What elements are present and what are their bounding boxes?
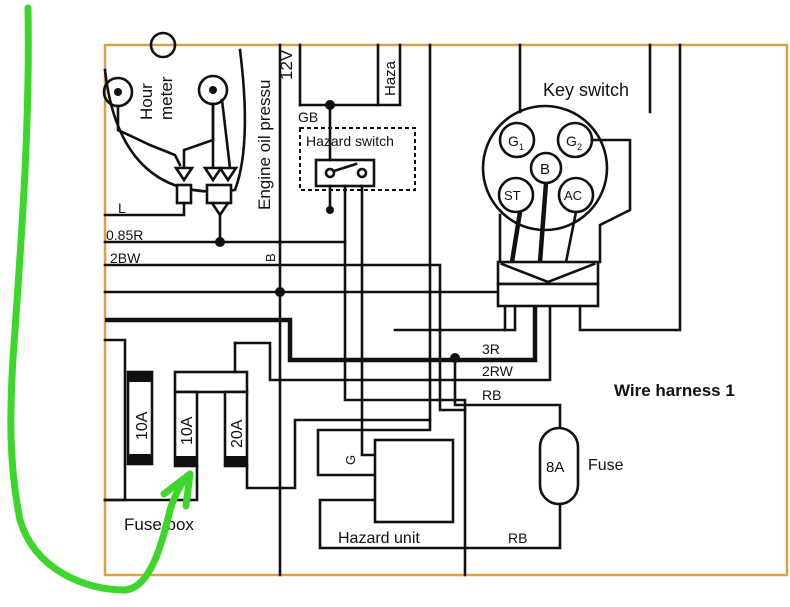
wire-3r-label: 3R — [482, 341, 500, 357]
key-connector-mark — [500, 262, 596, 284]
junction-dot — [326, 206, 334, 214]
wire-l-label: L — [118, 200, 126, 216]
terminal-ac-label: AC — [564, 188, 582, 203]
key-connector-bottom — [496, 282, 600, 308]
wire-harness-label: Wire harness 1 — [614, 381, 735, 400]
connector-tail — [210, 201, 230, 218]
hazard-unit-label: Hazard unit — [338, 530, 420, 547]
fuse-cap — [175, 456, 197, 466]
fuse-20a-label: 20A — [229, 419, 246, 448]
terminal-b-label: B — [540, 161, 550, 178]
wire-2rw — [233, 298, 552, 382]
switch-lever — [332, 162, 358, 173]
wire-2bw-label: 2BW — [110, 250, 141, 266]
terminal-g2-label: G — [566, 133, 577, 149]
connector-arrow — [202, 166, 224, 183]
fuse-8a-label: 8A — [546, 459, 564, 476]
wire-g2-out — [590, 138, 632, 264]
hazard-label: Haza — [382, 60, 399, 96]
gauge-top-terminal — [149, 31, 177, 59]
wire-gb-label: GB — [298, 109, 318, 125]
fuse-cap — [225, 456, 247, 466]
key-switch-body — [481, 104, 609, 232]
wire-l — [103, 201, 186, 217]
wire-085r-label: 0.85R — [106, 227, 143, 243]
hour-meter-lead-left — [116, 104, 182, 167]
wire-key-return — [578, 43, 682, 332]
terminal-dot — [114, 88, 122, 96]
wire-2bw — [103, 263, 467, 412]
junction-dot — [215, 237, 225, 247]
wire-b-out — [537, 182, 549, 263]
hour-meter-label-2: meter — [157, 76, 176, 120]
wire-st-out — [509, 211, 523, 263]
wire-hazard-return — [316, 43, 432, 477]
fuse-10a-left — [126, 370, 154, 466]
wire-rb-bottom — [318, 498, 562, 550]
diagram-frame — [103, 43, 789, 577]
connector-out-1 — [503, 304, 517, 332]
connector-arrow — [173, 166, 195, 183]
hazard-unit-box — [373, 438, 455, 524]
hour-meter-label-1: Hour — [137, 83, 156, 120]
fuse-label: Fuse — [588, 457, 624, 474]
wire-ac-out — [564, 210, 578, 264]
wire-bus-1 — [103, 290, 507, 332]
annotation-arrow-head — [160, 470, 194, 510]
engine-oil-label: Engine oil pressu — [255, 80, 274, 210]
fuse-10a-mid-label: 10A — [179, 416, 196, 445]
fuse-out-wire — [245, 418, 432, 490]
hazard-switch-label: Hazard switch — [306, 133, 394, 149]
fuse-cap — [128, 454, 152, 464]
hazard-switch-box — [299, 127, 416, 191]
wire-bus-3r — [105, 300, 538, 363]
wire-rb-top-label: RB — [482, 387, 501, 403]
wire-rb-top — [453, 356, 562, 432]
oil-lead — [220, 98, 232, 170]
wire-b-label: B — [263, 253, 278, 262]
voltage-label: 12V — [277, 49, 296, 80]
hour-meter-lead-mid — [182, 102, 215, 170]
switch-contact — [324, 167, 336, 179]
fuse-cap — [128, 372, 152, 382]
fuse-10a-left-label: 10A — [134, 411, 151, 440]
terminal-g1 — [498, 121, 536, 159]
wire-g-label: G — [343, 455, 358, 465]
terminal-st — [497, 176, 535, 214]
annotation-arrow-line — [7, 4, 190, 594]
wire-2rw-label: 2RW — [482, 363, 514, 379]
hazard-switch-out2 — [360, 184, 377, 457]
terminal-st-label: ST — [504, 188, 521, 203]
wire-085r — [103, 240, 467, 577]
connector-block — [205, 183, 233, 205]
fuse-box-left-bracket — [103, 338, 127, 502]
junction-dot — [275, 287, 285, 297]
terminal-g2-sub: 2 — [577, 142, 582, 152]
wire-rb-bottom-label: RB — [508, 530, 527, 546]
switch-contact — [356, 167, 368, 179]
fuse-bridge-top — [173, 370, 249, 394]
key-switch-title: Key switch — [543, 80, 629, 100]
connector-block — [175, 183, 193, 205]
fuse-box-label: Fuse box — [124, 515, 194, 534]
terminal-g1-label: G — [508, 133, 519, 149]
terminal-dot — [209, 86, 217, 94]
terminal-g1-sub: 1 — [519, 142, 524, 152]
fuse-mid-out — [103, 464, 199, 502]
connector-arrow — [217, 166, 239, 183]
